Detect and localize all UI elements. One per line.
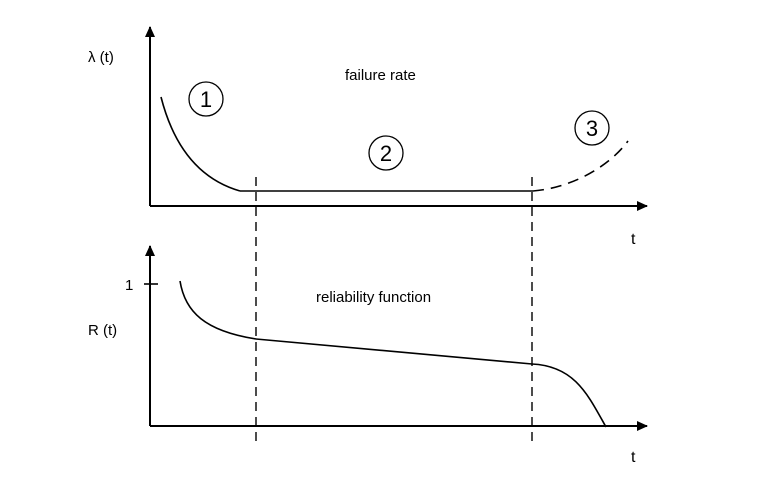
reliability-wear-out-curve [531, 363, 607, 428]
bottom-x-axis-label: t [631, 449, 636, 466]
region-1-marker: 1 [188, 81, 224, 117]
reliability-early-curve [179, 280, 257, 340]
region-3-marker: 3 [574, 110, 610, 146]
reliability-chart: 1 R (t) t reliability function [88, 245, 648, 466]
region-2-marker: 2 [368, 135, 404, 171]
bottom-chart-title: reliability function [316, 289, 431, 306]
y-tick-1-label: 1 [125, 277, 133, 294]
bottom-y-axis-label: R (t) [88, 322, 117, 339]
top-x-axis-label: t [631, 231, 636, 248]
failure-rate-chart: λ (t) t failure rate 1 2 3 [88, 26, 648, 248]
top-y-axis-label: λ (t) [88, 49, 114, 66]
region-1-label: 1 [200, 87, 212, 112]
reliability-linear-decline [255, 338, 533, 365]
region-2-label: 2 [380, 141, 392, 166]
wear-out-dashed-curve [532, 140, 629, 192]
early-failure-curve [160, 96, 241, 192]
top-chart-title: failure rate [345, 67, 416, 84]
region-3-label: 3 [586, 116, 598, 141]
